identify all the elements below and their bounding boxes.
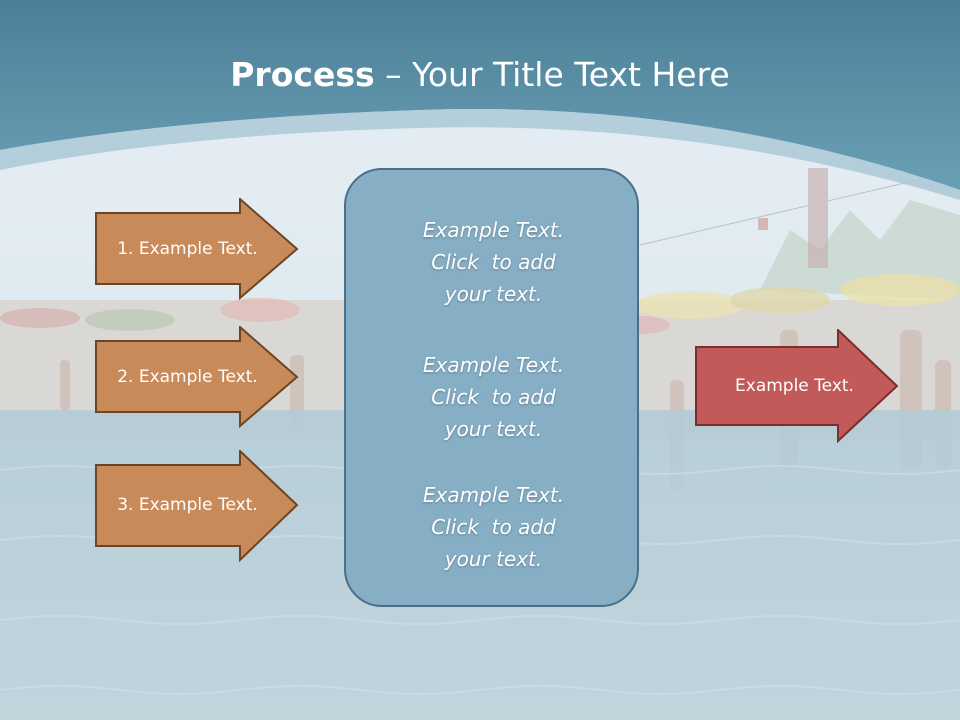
center-paragraph-3: Example Text. Click to add your text.: [346, 479, 641, 575]
paragraph-2-line-2: Click to add: [431, 385, 556, 409]
paragraph-3-line-2: Click to add: [431, 515, 556, 539]
step-label-3: 3. Example Text.: [117, 495, 258, 515]
title-rest: – Your Title Text Here: [374, 55, 730, 94]
paragraph-1-line-1: Example Text.: [422, 218, 565, 242]
paragraph-1-line-3: your text.: [444, 282, 543, 306]
slide-title: Process – Your Title Text Here: [0, 52, 960, 98]
step-label-1: 1. Example Text.: [117, 239, 258, 259]
center-paragraph-1: Example Text. Click to add your text.: [346, 214, 641, 310]
step-label-2: 2. Example Text.: [117, 367, 258, 387]
result-label: Example Text.: [735, 376, 854, 396]
paragraph-2-line-3: your text.: [444, 417, 543, 441]
result-arrow[interactable]: [695, 329, 900, 443]
paragraph-1-line-2: Click to add: [431, 250, 556, 274]
center-text-box[interactable]: Example Text. Click to add your text. Ex…: [344, 168, 639, 607]
step-arrow-3[interactable]: [95, 450, 300, 562]
paragraph-3-line-1: Example Text.: [422, 483, 565, 507]
paragraph-2-line-1: Example Text.: [422, 353, 565, 377]
paragraph-3-line-3: your text.: [444, 547, 543, 571]
title-bold: Process: [230, 55, 375, 94]
step-arrow-1[interactable]: [95, 198, 300, 300]
center-paragraph-2: Example Text. Click to add your text.: [346, 349, 641, 445]
step-arrow-2[interactable]: [95, 326, 300, 428]
